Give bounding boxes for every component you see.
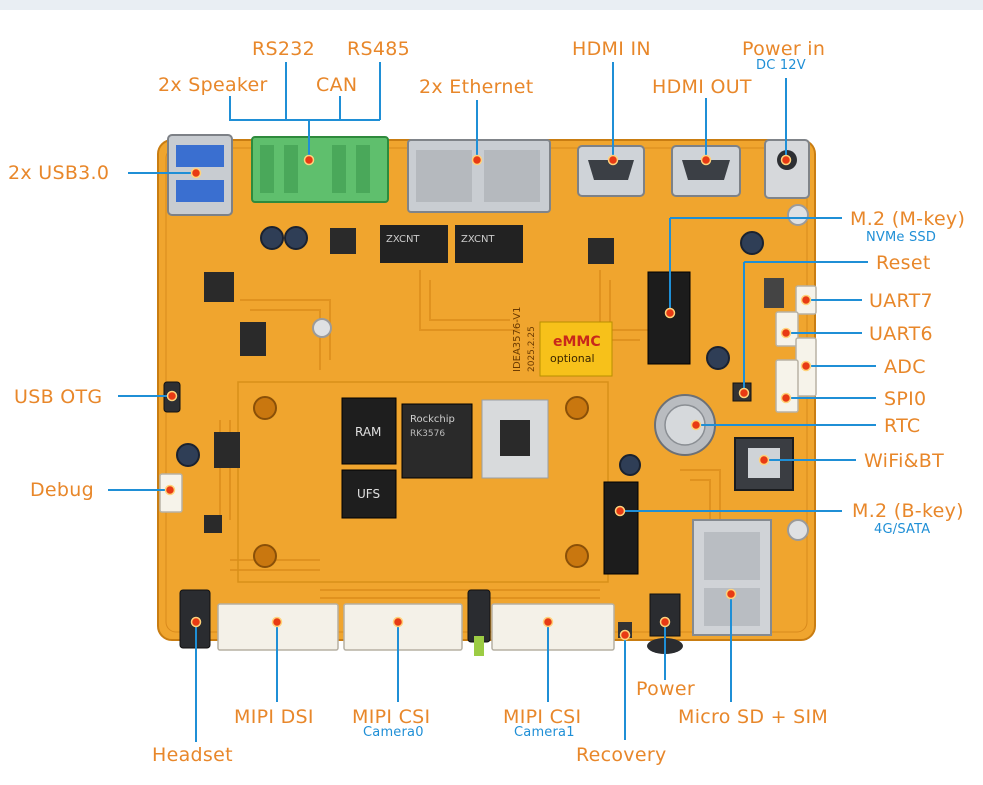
soc-brand: Rockchip	[410, 414, 455, 425]
soc-chip: Rockchip RK3576	[401, 403, 473, 479]
rtc-battery	[654, 394, 716, 456]
label-debug: Debug	[30, 479, 94, 501]
sublabel-mipi-csi1: Camera1	[514, 725, 575, 740]
label-recovery: Recovery	[576, 744, 667, 766]
label-wifi-bt: WiFi&BT	[864, 450, 945, 472]
board-model: IDEA3576-V1	[512, 307, 523, 372]
label-power-in: Power in	[742, 38, 826, 60]
label-power: Power	[636, 678, 695, 700]
sublabel-m2-mkey: NVMe SSD	[866, 230, 937, 245]
wifi-module	[734, 437, 794, 491]
label-speaker: 2x Speaker	[158, 74, 268, 96]
mounting-holes	[253, 204, 809, 568]
bottom-connectors	[217, 603, 615, 651]
label-spi0: SPI0	[884, 388, 927, 410]
label-reset: Reset	[876, 252, 931, 274]
ram-label: RAM	[355, 425, 381, 439]
magnetics-1-label: ZXCNT	[386, 234, 420, 245]
label-mipi-dsi: MIPI DSI	[234, 706, 314, 728]
label-rs485: RS485	[347, 38, 411, 60]
pmic-chip	[500, 420, 530, 456]
mid-jack	[467, 589, 491, 656]
label-rtc: RTC	[884, 415, 921, 437]
label-usb-otg: USB OTG	[14, 386, 103, 408]
label-hdmi-in: HDMI IN	[572, 38, 651, 60]
ufs-chip: UFS	[341, 469, 397, 519]
label-adc: ADC	[884, 356, 926, 378]
board-date: 2025.2.25	[527, 326, 537, 372]
label-microsd-sim: Micro SD + SIM	[678, 706, 829, 728]
misc-components	[176, 226, 784, 533]
markers	[164, 154, 812, 641]
label-can: CAN	[316, 74, 358, 96]
soc-model: RK3576	[410, 429, 445, 439]
label-rs232: RS232	[252, 38, 316, 60]
label-uart7: UART7	[869, 290, 933, 312]
ethernet-connector	[407, 139, 551, 213]
label-mipi-csi1: MIPI CSI	[503, 706, 582, 728]
ram-chip: RAM	[341, 397, 397, 465]
magnetics-2-label: ZXCNT	[461, 234, 495, 245]
label-headset: Headset	[152, 744, 233, 766]
hdmi-in-connector	[577, 145, 645, 197]
leader-lines	[108, 62, 876, 742]
label-hdmi-out: HDMI OUT	[652, 76, 752, 98]
pcb-traces	[219, 270, 721, 599]
sublabel-power-in: DC 12V	[756, 58, 806, 73]
label-m2-mkey: M.2 (M-key)	[850, 208, 966, 230]
sublabel-mipi-csi0: Camera0	[363, 725, 424, 740]
terminal-block	[251, 136, 389, 203]
emmc-sublabel: optional	[550, 352, 595, 365]
emmc-footprint: eMMC optional	[539, 321, 613, 377]
m2-bkey-slot	[603, 481, 639, 575]
label-ethernet: 2x Ethernet	[419, 76, 534, 98]
ethernet-magnetics: ZXCNT ZXCNT	[380, 225, 523, 263]
emmc-label: eMMC	[553, 334, 601, 350]
label-uart6: UART6	[869, 323, 933, 345]
label-m2-bkey: M.2 (B-key)	[852, 500, 964, 522]
ufs-label: UFS	[357, 487, 380, 501]
label-mipi-csi0: MIPI CSI	[352, 706, 431, 728]
hdmi-out-connector	[671, 145, 741, 197]
sublabel-m2-bkey: 4G/SATA	[874, 522, 931, 537]
top-band	[0, 0, 983, 10]
label-usb3: 2x USB3.0	[8, 162, 110, 184]
